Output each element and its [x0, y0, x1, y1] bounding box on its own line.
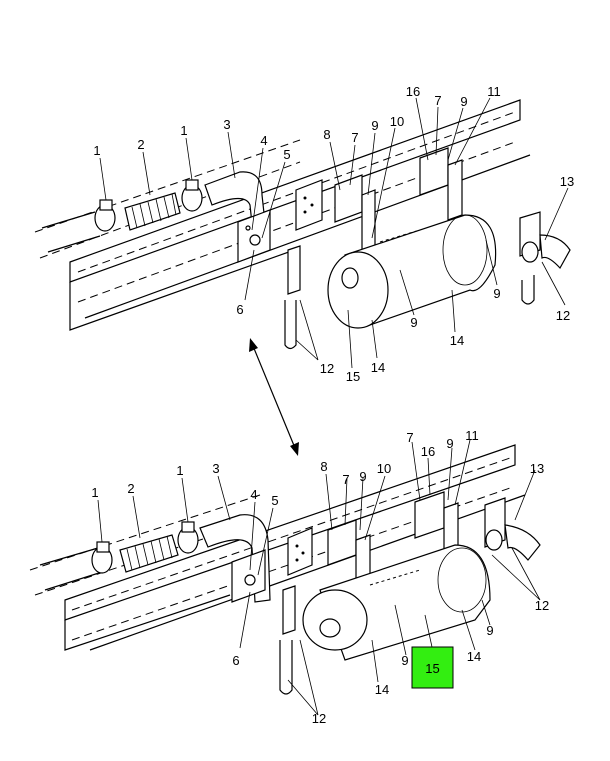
bottom-callout-5: 4 [250, 487, 257, 502]
bottom-callout-2: 2 [127, 481, 134, 496]
top-callout-23: 9 [493, 286, 500, 301]
top-hangers [334, 147, 463, 251]
bottom-leaders [97, 439, 541, 716]
top-callout-2: 2 [137, 137, 144, 152]
bottom-callout-14: 9 [446, 436, 453, 451]
bottom-callout-22: 9 [486, 623, 493, 638]
top-callout-22: 14 [450, 333, 464, 348]
bottom-callout-4: 3 [212, 461, 219, 476]
top-callout-4: 3 [223, 117, 230, 132]
bottom-assembly-view: 15 [29, 439, 541, 716]
bottom-rail-bracket [287, 527, 313, 576]
bottom-callout-18: 12 [312, 711, 326, 726]
top-callout-16: 13 [560, 174, 574, 189]
top-callout-8: 8 [323, 127, 330, 142]
bottom-callout-11: 10 [377, 461, 391, 476]
top-leaders [99, 97, 569, 369]
top-callout-7: 6 [236, 302, 243, 317]
bottom-callout-labels: 1 2 1 3 4 5 6 8 7 9 10 7 16 9 11 13 12 1… [91, 428, 549, 726]
highlight-callout[interactable]: 15 [411, 614, 454, 689]
bottom-bracket-left [231, 549, 296, 695]
top-callout-18: 12 [320, 361, 334, 376]
bottom-callout-3: 1 [176, 463, 183, 478]
top-muffler [327, 214, 497, 329]
bottom-callout-9: 7 [342, 472, 349, 487]
top-callout-15: 11 [487, 84, 501, 99]
top-callout-6: 5 [283, 147, 290, 162]
bottom-muffler [302, 544, 491, 661]
top-inlet-pipe [41, 171, 269, 253]
top-callout-9: 7 [351, 130, 358, 145]
top-tail-bracket [519, 211, 571, 305]
bottom-callout-17: 12 [535, 598, 549, 613]
bottom-callout-20: 9 [401, 653, 408, 668]
bottom-callout-6: 5 [271, 493, 278, 508]
bottom-callout-19: 14 [375, 682, 389, 697]
top-callout-12: 16 [406, 84, 420, 99]
bottom-callout-21: 14 [467, 649, 481, 664]
top-flex-pipe [124, 192, 181, 231]
top-callout-20: 14 [371, 360, 385, 375]
bottom-callout-8: 8 [320, 459, 327, 474]
bottom-tail-bracket [484, 497, 541, 561]
top-callout-1: 1 [93, 143, 100, 158]
top-bracket-left [237, 209, 301, 350]
bottom-callout-1: 1 [91, 485, 98, 500]
bottom-callout-15: 11 [465, 428, 479, 443]
top-callout-17: 12 [556, 308, 570, 323]
top-callout-14: 9 [460, 94, 467, 109]
top-callout-21: 9 [410, 315, 417, 330]
top-callout-13: 7 [434, 93, 441, 108]
bottom-callout-12: 7 [406, 430, 413, 445]
top-callout-3: 1 [180, 123, 187, 138]
top-callout-19: 15 [346, 369, 360, 384]
bottom-inlet-pipe [39, 514, 271, 603]
bottom-callout-13: 16 [421, 444, 435, 459]
bottom-flex-pipe [119, 534, 179, 573]
top-rail-bracket [295, 179, 323, 231]
top-callout-labels: 1 2 1 3 4 5 6 8 7 9 10 16 7 9 11 13 12 1… [93, 84, 574, 384]
top-assembly-view [34, 97, 571, 456]
bottom-callout-10: 9 [359, 469, 366, 484]
top-callout-5: 4 [260, 133, 267, 148]
top-callout-11: 10 [390, 114, 404, 129]
highlight-label[interactable]: 15 [425, 661, 439, 676]
highlight-box[interactable] [411, 646, 454, 689]
bottom-callout-7: 6 [232, 653, 239, 668]
top-callout-10: 9 [371, 118, 378, 133]
bottom-callout-16: 13 [530, 461, 544, 476]
view-transition-arrow [249, 338, 299, 456]
